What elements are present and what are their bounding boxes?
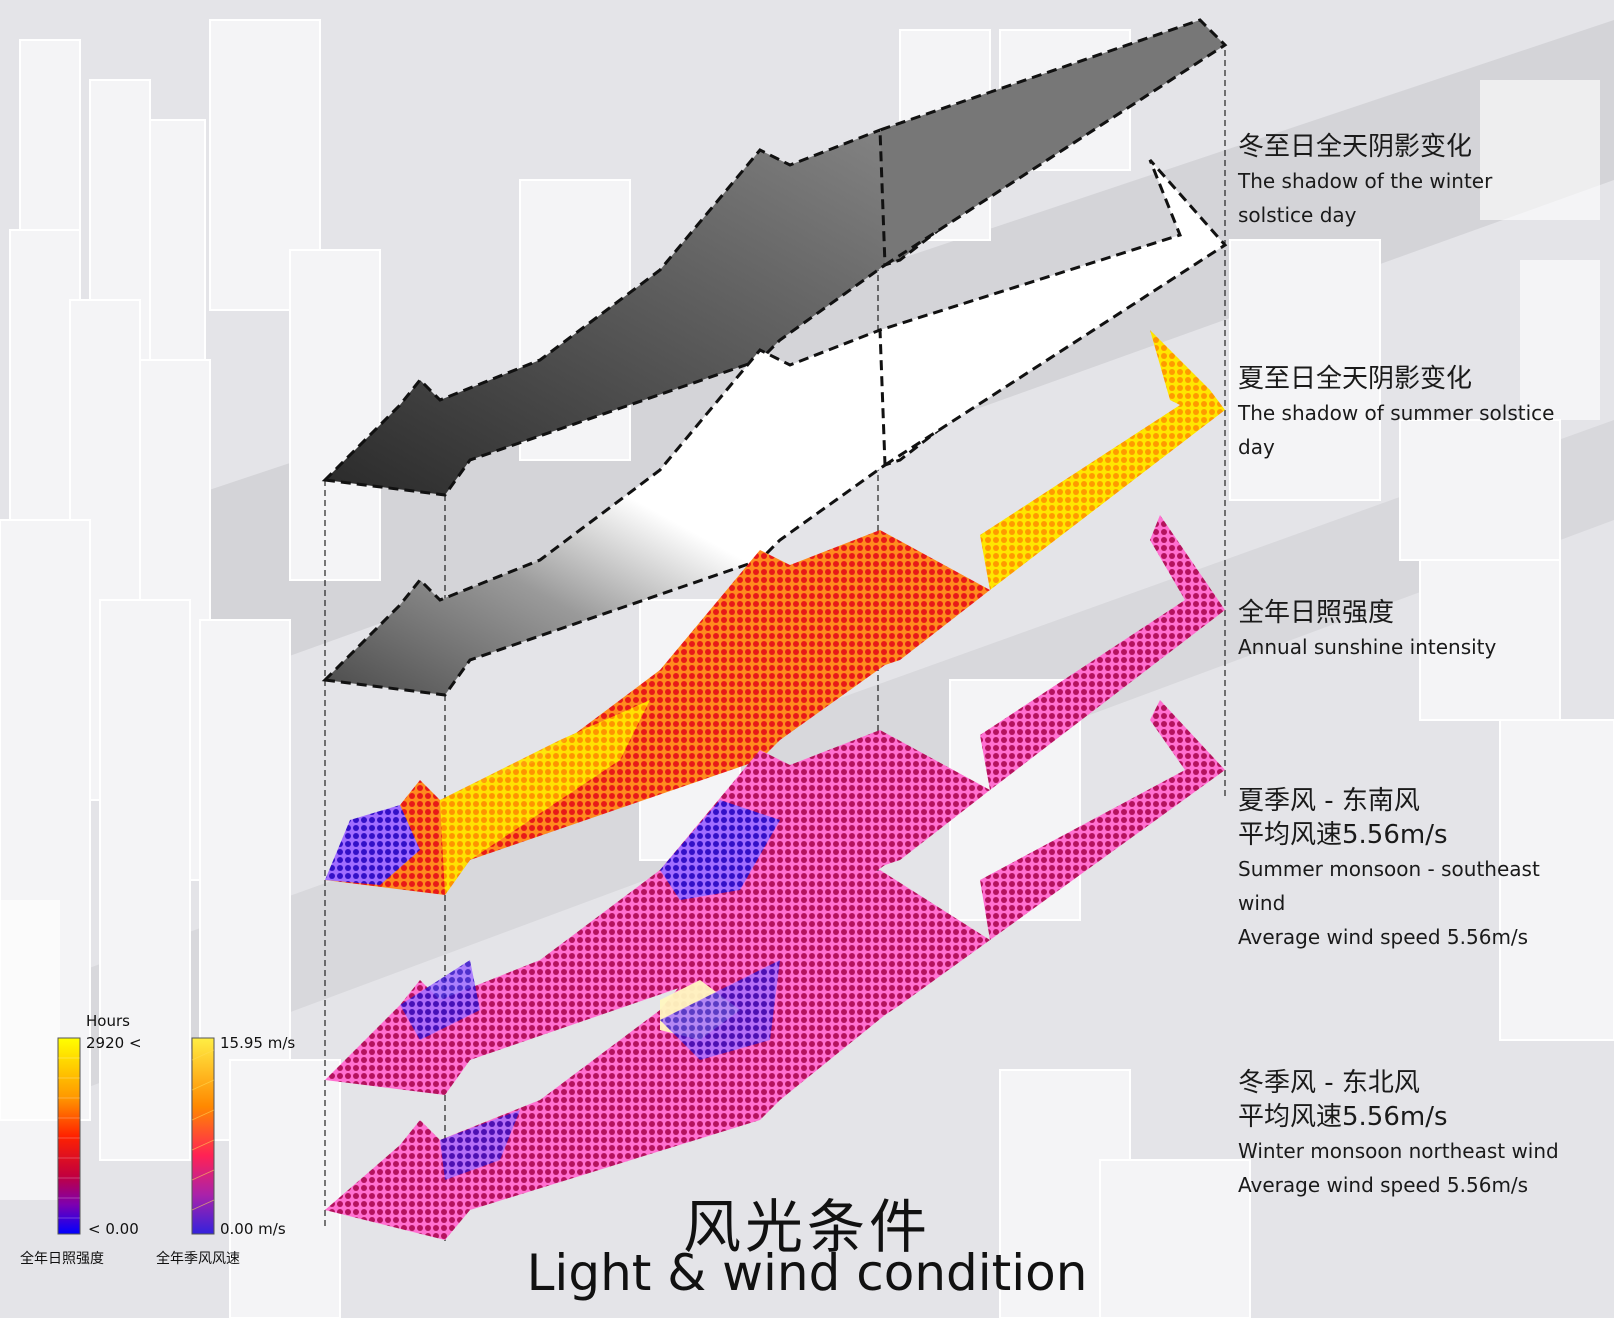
legend-wind-title: 全年季风风速 — [156, 1251, 240, 1267]
legend-sun-title: 全年日照强度 — [20, 1251, 104, 1267]
label-winter-wind-en2: Average wind speed 5.56m/s — [1238, 1173, 1529, 1197]
legend-wind-bar — [191, 1037, 215, 1235]
label-winter-shadow-cn: 冬至日全天阴影变化 — [1238, 132, 1473, 162]
legend-sun-unit: Hours — [86, 1012, 130, 1030]
layer-winter-shadow — [321, 18, 1228, 497]
label-winter-wind-cn2: 平均风速5.56m/s — [1238, 1102, 1448, 1132]
label-sunshine-cn: 全年日照强度 — [1238, 598, 1395, 628]
label-summer-wind-en1: Summer monsoon - southeast wind — [1238, 857, 1540, 915]
label-winter-wind: 冬季风 - 东北风 平均风速5.56m/s Winter monsoon nor… — [1238, 1066, 1568, 1202]
label-summer-wind: 夏季风 - 东南风 平均风速5.56m/s Summer monsoon - s… — [1238, 784, 1568, 954]
legend-sun-max: 2920 < — [86, 1034, 142, 1052]
title-cn: 风光条件 — [682, 1193, 931, 1261]
legend-wind-min: 0.00 m/s — [220, 1220, 286, 1238]
legend-sun-min: < 0.00 — [88, 1220, 139, 1238]
layer-summer-wind — [325, 515, 1225, 1095]
label-winter-wind-cn1: 冬季风 - 东北风 — [1238, 1068, 1420, 1098]
label-summer-wind-cn2: 平均风速5.56m/s — [1238, 820, 1448, 850]
label-summer-shadow-en: The shadow of summer solstice day — [1238, 401, 1555, 459]
layer-summer-shadow — [321, 159, 1228, 697]
label-summer-wind-cn1: 夏季风 - 东南风 — [1238, 786, 1420, 816]
legend-sunshine-bar — [57, 1037, 81, 1235]
label-winter-wind-en1: Winter monsoon northeast wind — [1238, 1139, 1559, 1163]
label-summer-wind-en2: Average wind speed 5.56m/s — [1238, 925, 1529, 949]
label-summer-shadow-cn: 夏至日全天阴影变化 — [1238, 364, 1473, 394]
layer-winter-wind — [325, 700, 1225, 1240]
label-winter-shadow: 冬至日全天阴影变化 The shadow of the winter solst… — [1238, 130, 1568, 232]
layer-sunshine — [325, 330, 1225, 895]
label-sunshine-en: Annual sunshine intensity — [1238, 635, 1497, 659]
title-en: Light & wind condition — [526, 1244, 1088, 1302]
label-winter-shadow-en: The shadow of the winter solstice day — [1238, 169, 1493, 227]
label-summer-shadow: 夏至日全天阴影变化 The shadow of summer solstice … — [1238, 362, 1568, 464]
label-sunshine: 全年日照强度 Annual sunshine intensity — [1238, 596, 1568, 664]
legend-wind-max: 15.95 m/s — [220, 1034, 296, 1052]
